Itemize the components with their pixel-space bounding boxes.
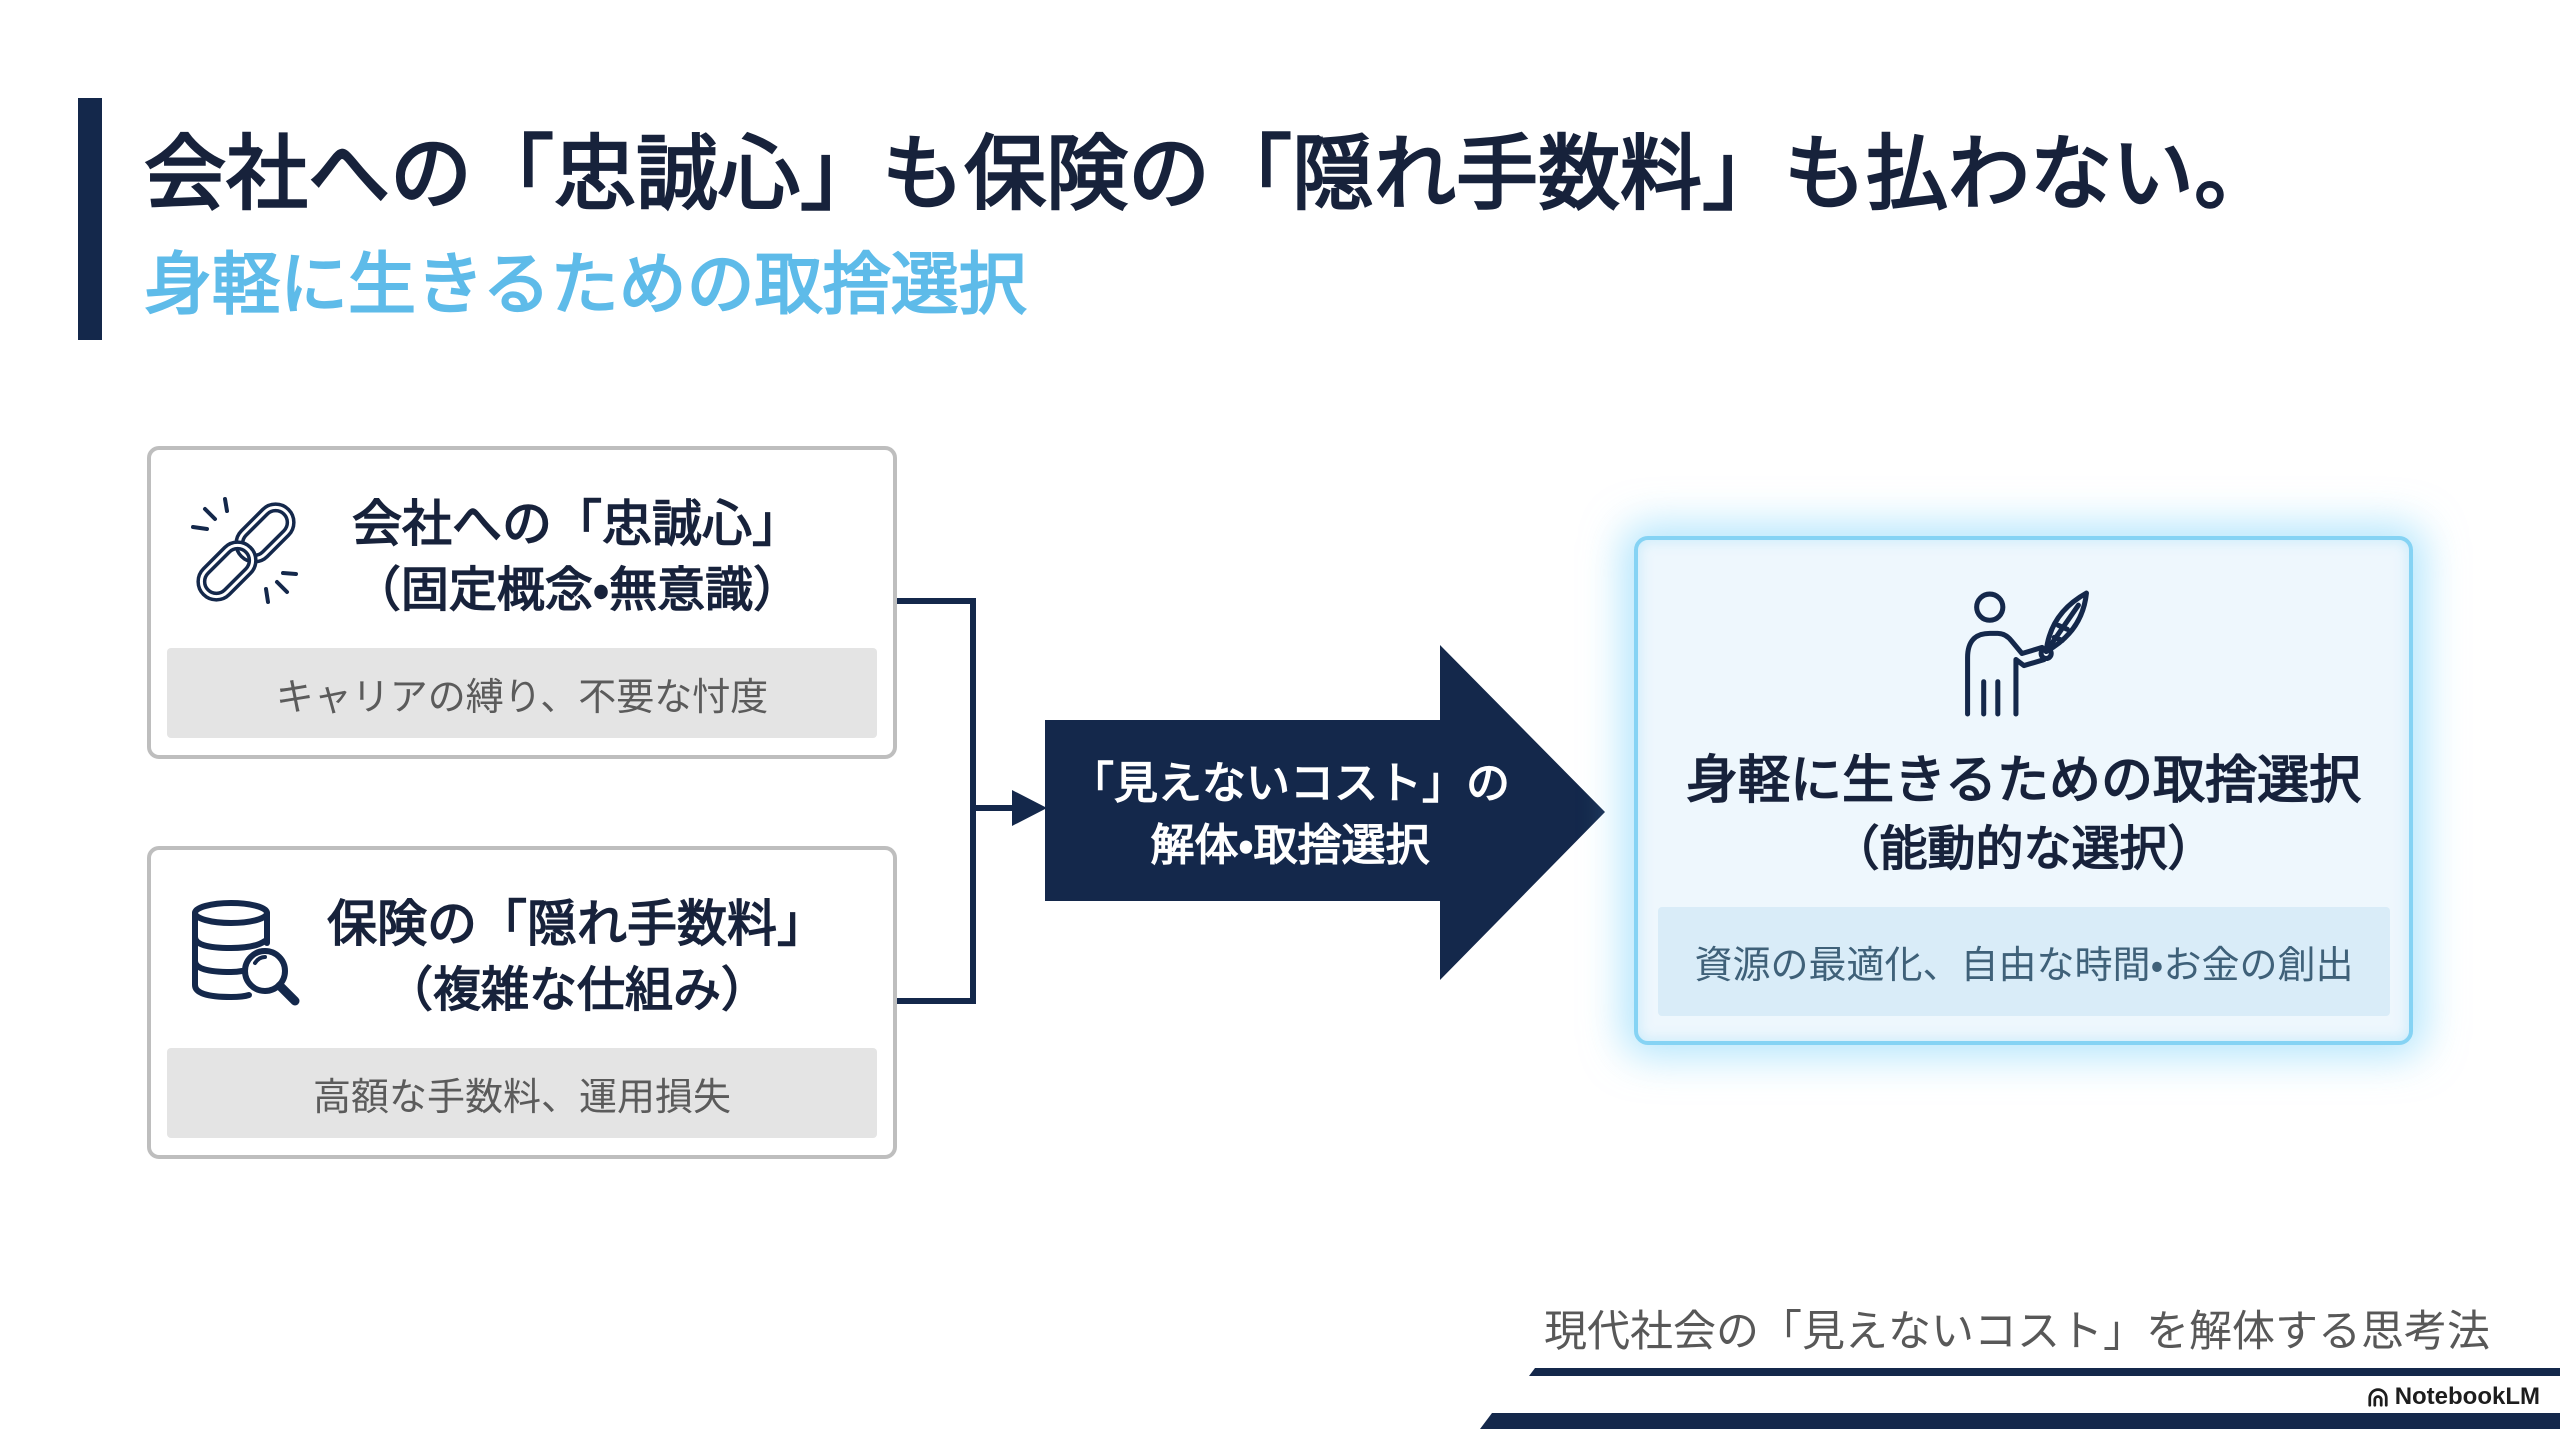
break-sparks [191, 497, 298, 604]
source-card-detail: 高額な手数料、運用損失 [312, 1074, 731, 1119]
source-card-insurance-fees: 保険の「隠れ手数料」 （複雑な仕組み） 高額な手数料、運用損失 [147, 846, 897, 1159]
source-card-title: 会社への「忠誠心」 [352, 495, 802, 553]
footer-caption: 現代社会の「見えないコスト」を解体する思考法 [1544, 1307, 2490, 1357]
flow-arrow-label-line2: 解体・取捨選択 [1150, 820, 1430, 871]
source-card-company-loyalty: 会社への「忠誠心」 （固定概念・無意識） キャリアの縛り、不要な忖度 [147, 446, 897, 759]
result-title: 身軽に生きるための取捨選択 [1686, 751, 2361, 811]
footer-band [1480, 1413, 2560, 1429]
person-body [1965, 630, 2045, 717]
database-search-icon [192, 900, 300, 1006]
footer-rule [1529, 1368, 2560, 1376]
person-quill-icon [1965, 590, 2089, 717]
brand-name: NotebookLM [2394, 1383, 2540, 1410]
brand-watermark: NotebookLM [2367, 1383, 2540, 1411]
title-accent-bar [78, 98, 102, 340]
result-note: （能動的な選択） [1831, 821, 2216, 877]
person-legs [1981, 679, 2001, 717]
result-card: 身軽に生きるための取捨選択 （能動的な選択） 資源の最適化、自由な時間・お金の創… [1634, 536, 2413, 1045]
database-top [192, 900, 270, 926]
database-tier [192, 934, 268, 952]
merge-connector [895, 598, 976, 1004]
connector-arrowhead [1012, 790, 1047, 826]
slide-title: 会社への「忠誠心」も保険の「隠れ手数料」も払わない。 [144, 127, 2277, 222]
database-body [192, 910, 252, 1001]
result-heading: 身軽に生きるための取捨選択 （能動的な選択） [1638, 747, 2409, 883]
slide-subtitle: 身軽に生きるための取捨選択 [144, 246, 1027, 325]
database-tier [192, 958, 245, 976]
flow-arrow-label: 「見えないコスト」の 解体・取捨選択 [1040, 753, 1540, 877]
quill-feather [2043, 590, 2089, 655]
result-detail-box: 資源の最適化、自由な時間・お金の創出 [1658, 907, 2390, 1016]
source-card-title: 保険の「隠れ手数料」 [327, 895, 827, 953]
result-detail: 資源の最適化、自由な時間・お金の創出 [1694, 943, 2354, 987]
notebooklm-logo-icon [2368, 1388, 2388, 1407]
flow-arrow-label-line1: 「見えないコスト」の [1070, 758, 1510, 809]
person-head [1974, 591, 2006, 623]
source-card-detail-box: 高額な手数料、運用損失 [167, 1048, 877, 1138]
source-card-heading: 保険の「隠れ手数料」 （複雑な仕組み） [327, 891, 827, 1023]
source-card-note: （複雑な仕組み） [384, 962, 769, 1018]
source-card-note: （固定概念・無意識） [352, 562, 802, 618]
source-card-detail: キャリアの縛り、不要な忖度 [275, 674, 769, 719]
broken-chain-icon [191, 497, 298, 604]
flow-arrow [1045, 645, 1605, 980]
magnifier-handle [275, 981, 300, 1006]
source-card-detail-box: キャリアの縛り、不要な忖度 [167, 648, 877, 738]
source-card-heading: 会社への「忠誠心」 （固定概念・無意識） [327, 491, 827, 623]
